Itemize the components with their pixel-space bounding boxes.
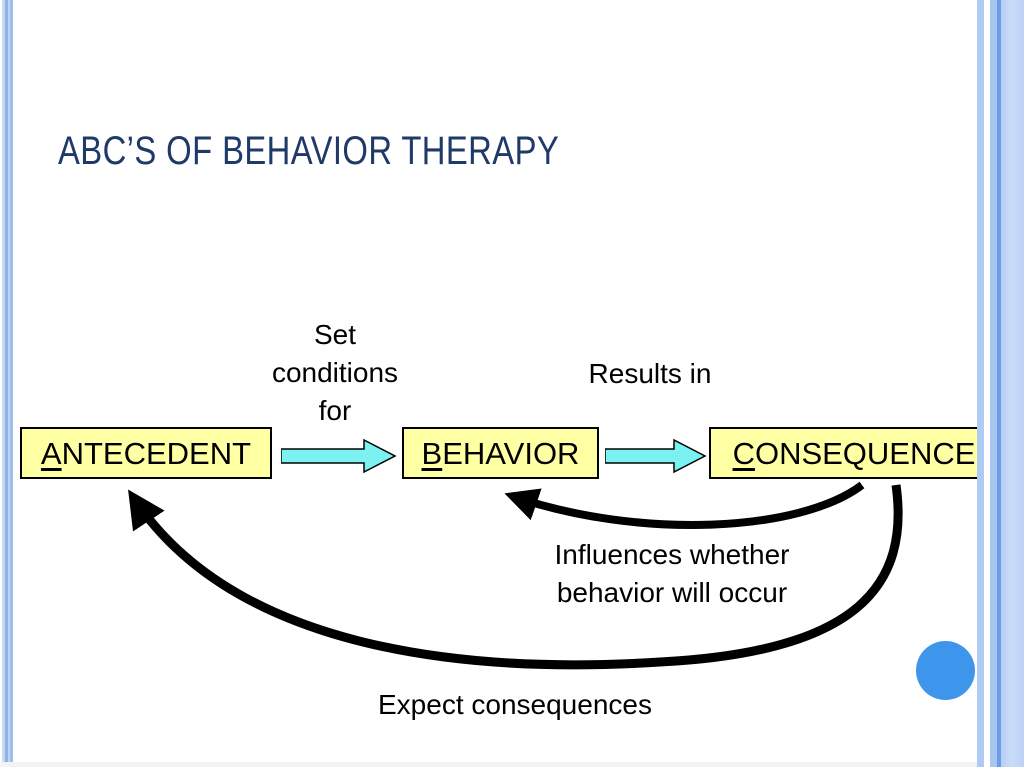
left-border-stripes: [0, 0, 14, 767]
box-label-rest: ONSEQUENCE: [754, 435, 976, 471]
slide-title: ABC’S OF BEHAVIOR THERAPY: [58, 128, 560, 173]
right-border-stripes: [977, 0, 1024, 767]
underlined-initial: C: [732, 435, 755, 471]
box-consequence-label: CONSEQUENCE: [733, 438, 976, 469]
label-influences-whether: Influences whether behavior will occur: [554, 539, 790, 608]
box-antecedent-label: ANTECEDENT: [41, 438, 251, 469]
box-antecedent: ANTECEDENT: [20, 427, 272, 479]
underlined-initial: B: [421, 435, 443, 471]
box-consequence: CONSEQUENCE: [709, 427, 999, 479]
flow-arrow-behavior-to-consequence-icon: [605, 438, 707, 474]
label-set-conditions-for: Set conditions for: [271, 319, 399, 426]
curve-arrow-consequence-to-behavior-icon: [504, 481, 865, 529]
box-behavior: BEHAVIOR: [402, 427, 599, 479]
underlined-initial: A: [40, 435, 62, 471]
flow-arrow-antecedent-to-behavior-icon: [281, 438, 397, 474]
box-behavior-label: BEHAVIOR: [422, 438, 580, 469]
label-results-in: Results in: [588, 358, 712, 389]
box-label-rest: EHAVIOR: [442, 435, 580, 471]
accent-circle-decoration: [916, 641, 975, 700]
bottom-edge: [0, 762, 1024, 767]
label-expect-consequences: Expect consequences: [378, 689, 652, 720]
box-label-rest: NTECEDENT: [61, 435, 252, 471]
